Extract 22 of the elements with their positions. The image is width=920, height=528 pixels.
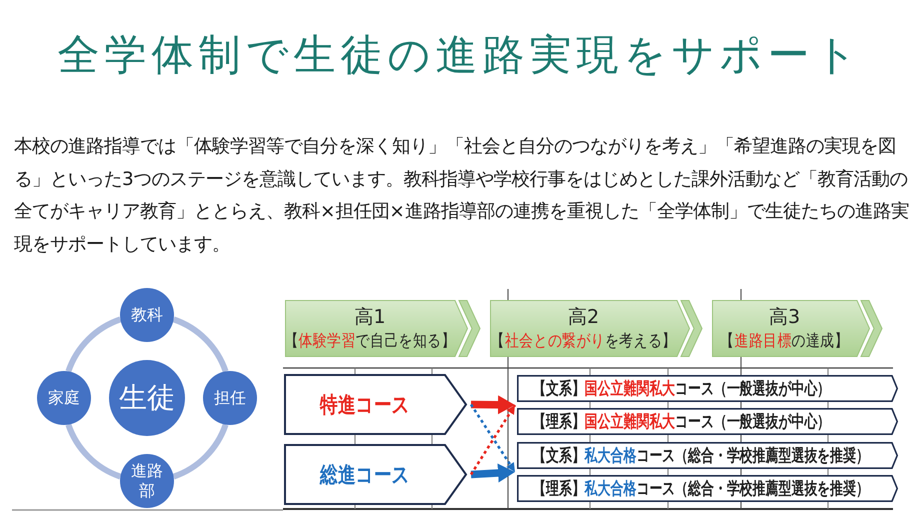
- grade-banner: 高3 【進路目標の達成】: [712, 300, 870, 357]
- track-pentagon: 総進コース: [284, 444, 467, 505]
- course-banner: 【文系】国公立難関私大コース（一般選抜が中心）: [517, 375, 898, 402]
- arrow: [470, 395, 515, 414]
- role-circle: 進路部: [120, 454, 174, 508]
- ring-arc: [172, 424, 228, 480]
- course-banner: 【文系】私大合格コース（総合・学校推薦型選抜を推奨）: [517, 442, 898, 469]
- role-circle: 担任: [203, 371, 257, 425]
- hub-circle: 生徒: [109, 360, 185, 436]
- role-circle: 教科: [120, 288, 174, 342]
- course-banner: 【理系】国公立難関私大コース（一般選抜が中心）: [517, 408, 898, 435]
- course-banner: 【理系】私大合格コース（総合・学校推薦型選抜を推奨）: [517, 475, 898, 502]
- role-circle: 家庭: [37, 371, 91, 425]
- intro-paragraph: 本校の進路指導では「体験学習等で自分を深く知り」「社会と自分のつながりを考え」「希望進路の実現を図る」といった3つのステージを意識しています。教科指導や学校行事をはじめとした課外活動など「教育活動の全てがキャリア教育」ととらえ、教科×担任団×進路指導部の連携を重視した「全学体制」で生徒たちの進路実現をサポートしています。: [14, 135, 909, 256]
- track-pentagon: 特進コース: [284, 374, 467, 435]
- title: 全学体制で生徒の進路実現をサポート: [58, 29, 862, 81]
- arrow: [470, 463, 515, 482]
- ring-arc: [172, 316, 228, 372]
- ring-arc: [66, 316, 122, 372]
- ring-arc: [66, 424, 122, 480]
- grade-banner: 高1 【体験学習で自己を知る】: [285, 300, 468, 357]
- grade-banner: 高2 【社会との繋がりを考える】: [490, 300, 690, 357]
